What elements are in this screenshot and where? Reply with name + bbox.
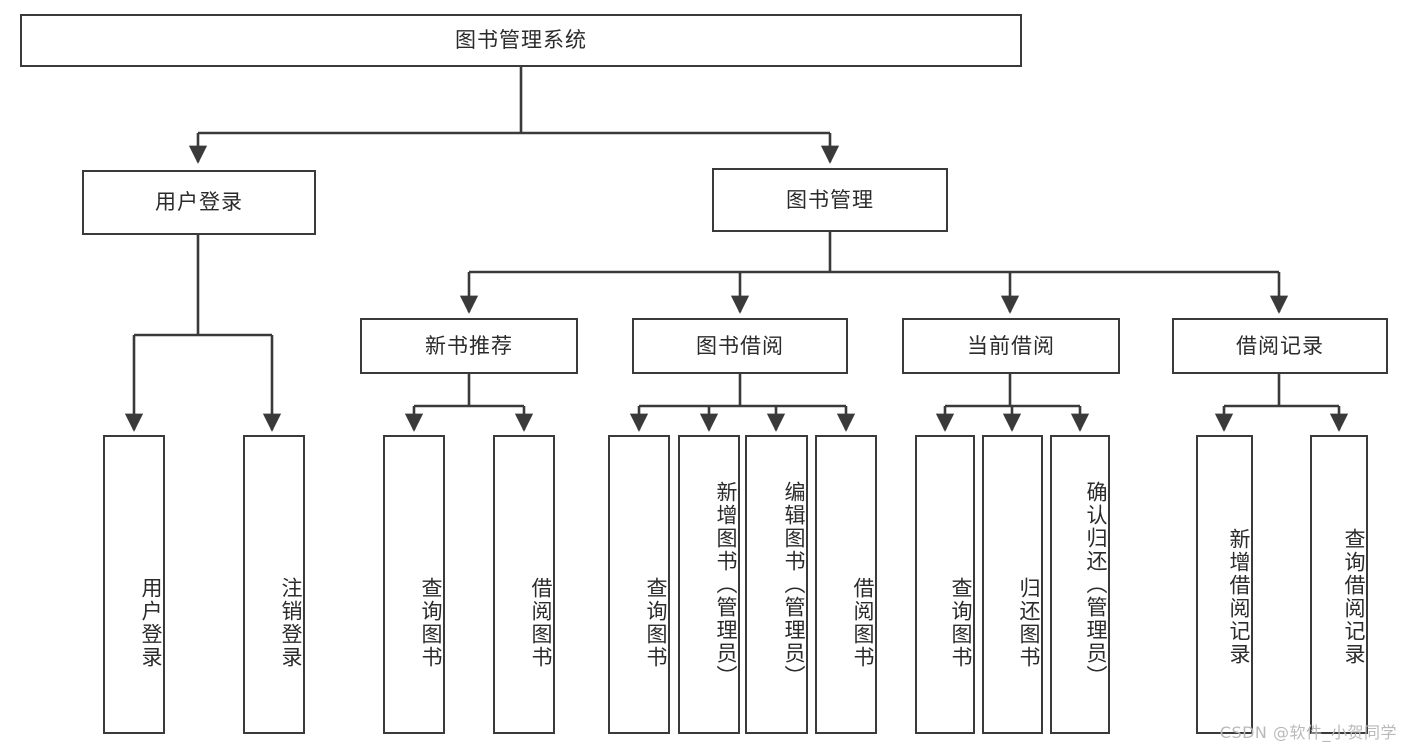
- node-current-borrow-label: 当前借阅: [967, 333, 1055, 358]
- node-borrow-record-label: 借阅记录: [1236, 333, 1324, 358]
- node-root[interactable]: 图书管理系统: [20, 14, 1022, 67]
- node-leaf-query-record[interactable]: 查询借阅记录: [1310, 435, 1368, 734]
- node-leaf-return-book-label: 归还图书: [1017, 576, 1041, 669]
- node-user-login-label: 用户登录: [155, 190, 243, 215]
- node-leaf-edit-book[interactable]: 编辑图书（管理员）: [745, 435, 808, 734]
- node-leaf-return-book[interactable]: 归还图书: [982, 435, 1043, 734]
- node-new-book-recommend[interactable]: 新书推荐: [360, 318, 578, 374]
- node-book-management-label: 图书管理: [786, 187, 874, 212]
- node-book-borrow-label: 图书借阅: [696, 333, 784, 358]
- node-new-book-recommend-label: 新书推荐: [425, 333, 513, 358]
- node-leaf-user-logout-label: 注销登录: [279, 576, 303, 669]
- node-borrow-record[interactable]: 借阅记录: [1172, 318, 1388, 374]
- node-leaf-confirm-return[interactable]: 确认归还（管理员）: [1050, 435, 1110, 734]
- node-book-borrow[interactable]: 图书借阅: [632, 318, 848, 374]
- node-leaf-add-record-label: 新增借阅记录: [1227, 527, 1251, 666]
- node-leaf-borrow-book-2[interactable]: 借阅图书: [815, 435, 877, 734]
- node-leaf-query-book-3[interactable]: 查询图书: [915, 435, 975, 734]
- node-leaf-user-login-label: 用户登录: [139, 576, 163, 669]
- node-leaf-borrow-book-1-label: 借阅图书: [529, 576, 553, 669]
- node-book-management[interactable]: 图书管理: [712, 168, 948, 232]
- node-leaf-borrow-book-2-label: 借阅图书: [851, 576, 875, 669]
- node-leaf-user-login[interactable]: 用户登录: [103, 435, 165, 734]
- node-leaf-add-book-label: 新增图书（管理员）: [714, 481, 738, 688]
- node-current-borrow[interactable]: 当前借阅: [902, 318, 1120, 374]
- node-leaf-confirm-return-label: 确认归还（管理员）: [1084, 481, 1108, 688]
- node-leaf-borrow-book-1[interactable]: 借阅图书: [493, 435, 555, 734]
- node-leaf-edit-book-label: 编辑图书（管理员）: [782, 481, 806, 688]
- node-leaf-query-record-label: 查询借阅记录: [1342, 527, 1366, 666]
- node-leaf-query-book-2[interactable]: 查询图书: [608, 435, 670, 734]
- node-leaf-query-book-1[interactable]: 查询图书: [383, 435, 445, 734]
- node-leaf-query-book-1-label: 查询图书: [419, 576, 443, 669]
- node-leaf-query-book-2-label: 查询图书: [644, 576, 668, 669]
- node-leaf-user-logout[interactable]: 注销登录: [243, 435, 305, 734]
- node-root-label: 图书管理系统: [455, 28, 587, 53]
- node-leaf-query-book-3-label: 查询图书: [949, 576, 973, 669]
- node-leaf-add-record[interactable]: 新增借阅记录: [1196, 435, 1253, 734]
- node-user-login[interactable]: 用户登录: [82, 170, 316, 235]
- node-leaf-add-book[interactable]: 新增图书（管理员）: [678, 435, 740, 734]
